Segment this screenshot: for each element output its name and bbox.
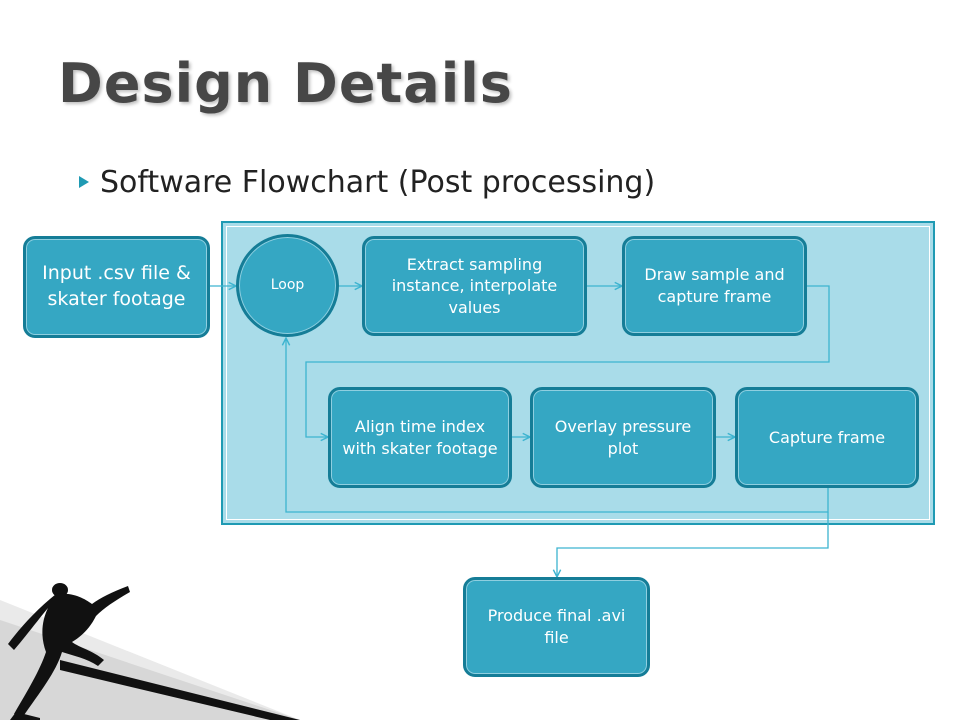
produce-node: Produce final .avi file — [463, 577, 650, 677]
draw-node: Draw sample and capture frame — [622, 236, 807, 336]
bullet-item: Software Flowchart (Post processing) — [78, 160, 655, 204]
slide-title: Design Details — [58, 52, 513, 115]
swoosh-black-stripe — [60, 660, 300, 720]
skater-silhouette — [8, 583, 130, 720]
overlay-node: Overlay pressure plot — [530, 387, 716, 488]
speed-skater-decoration — [0, 583, 300, 720]
arrow-capture-to-produce — [557, 512, 829, 577]
loop-node: Loop — [236, 234, 339, 337]
triangle-bullet-icon — [79, 176, 89, 188]
arrow-capture-to-loop — [286, 338, 829, 513]
input-node: Input .csv file & skater footage — [23, 236, 210, 338]
extract-node: Extract sampling instance, interpolate v… — [362, 236, 587, 336]
capture-node: Capture frame — [735, 387, 919, 488]
bullet-text: Software Flowchart (Post processing) — [100, 164, 656, 200]
align-node: Align time index with skater footage — [328, 387, 512, 488]
arrow-draw-to-align — [305, 285, 830, 437]
